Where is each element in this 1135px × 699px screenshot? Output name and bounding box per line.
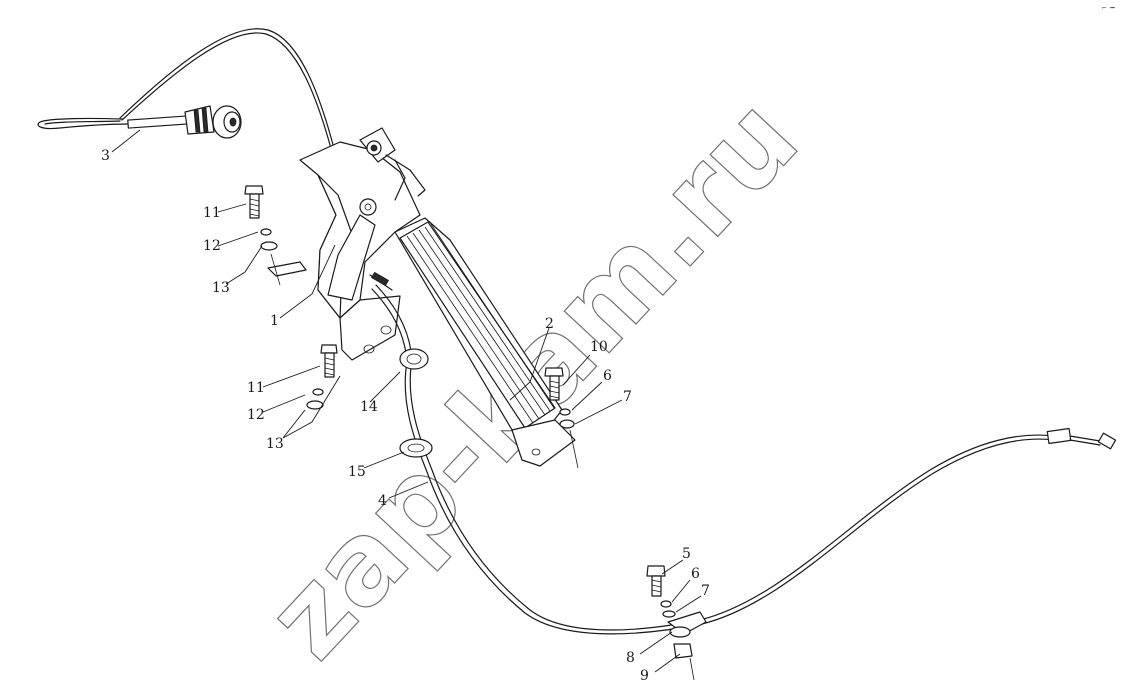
callout-9: 9 <box>640 668 649 684</box>
bolt-set-cable-clip <box>646 565 707 681</box>
callout-1: 1 <box>270 313 279 329</box>
corner-mark: ⌐ ━ <box>1102 4 1115 12</box>
callout-13-upper: 13 <box>212 280 230 296</box>
callout-11-lower: 11 <box>247 380 265 396</box>
callout-12-upper: 12 <box>203 238 221 254</box>
bolt-set-pedal <box>544 367 579 469</box>
callouts: 3 11 12 13 1 11 12 13 14 15 4 2 10 6 7 5… <box>101 148 710 684</box>
bolt-set-lower-left <box>306 344 338 410</box>
callout-15: 15 <box>348 464 366 480</box>
upper-throttle-cable <box>37 28 345 161</box>
bolt-set-upper-left <box>244 185 281 286</box>
callout-10: 10 <box>590 339 608 355</box>
callout-7-clip: 7 <box>701 583 710 599</box>
callout-6-clip: 6 <box>691 566 700 582</box>
callout-11-upper: 11 <box>203 205 221 221</box>
callout-5: 5 <box>682 546 691 562</box>
leader-lines <box>111 129 702 673</box>
callout-14: 14 <box>360 399 378 415</box>
callout-4: 4 <box>378 493 387 509</box>
callout-7-pedal: 7 <box>623 389 632 405</box>
callout-2: 2 <box>545 316 554 332</box>
pedal-bracket <box>267 127 426 361</box>
callout-6-pedal: 6 <box>603 368 612 384</box>
callout-8: 8 <box>626 650 635 666</box>
callout-13-lower: 13 <box>266 436 284 452</box>
callout-3: 3 <box>101 148 110 164</box>
callout-12-lower: 12 <box>247 407 265 423</box>
lower-throttle-cable <box>371 284 1117 635</box>
